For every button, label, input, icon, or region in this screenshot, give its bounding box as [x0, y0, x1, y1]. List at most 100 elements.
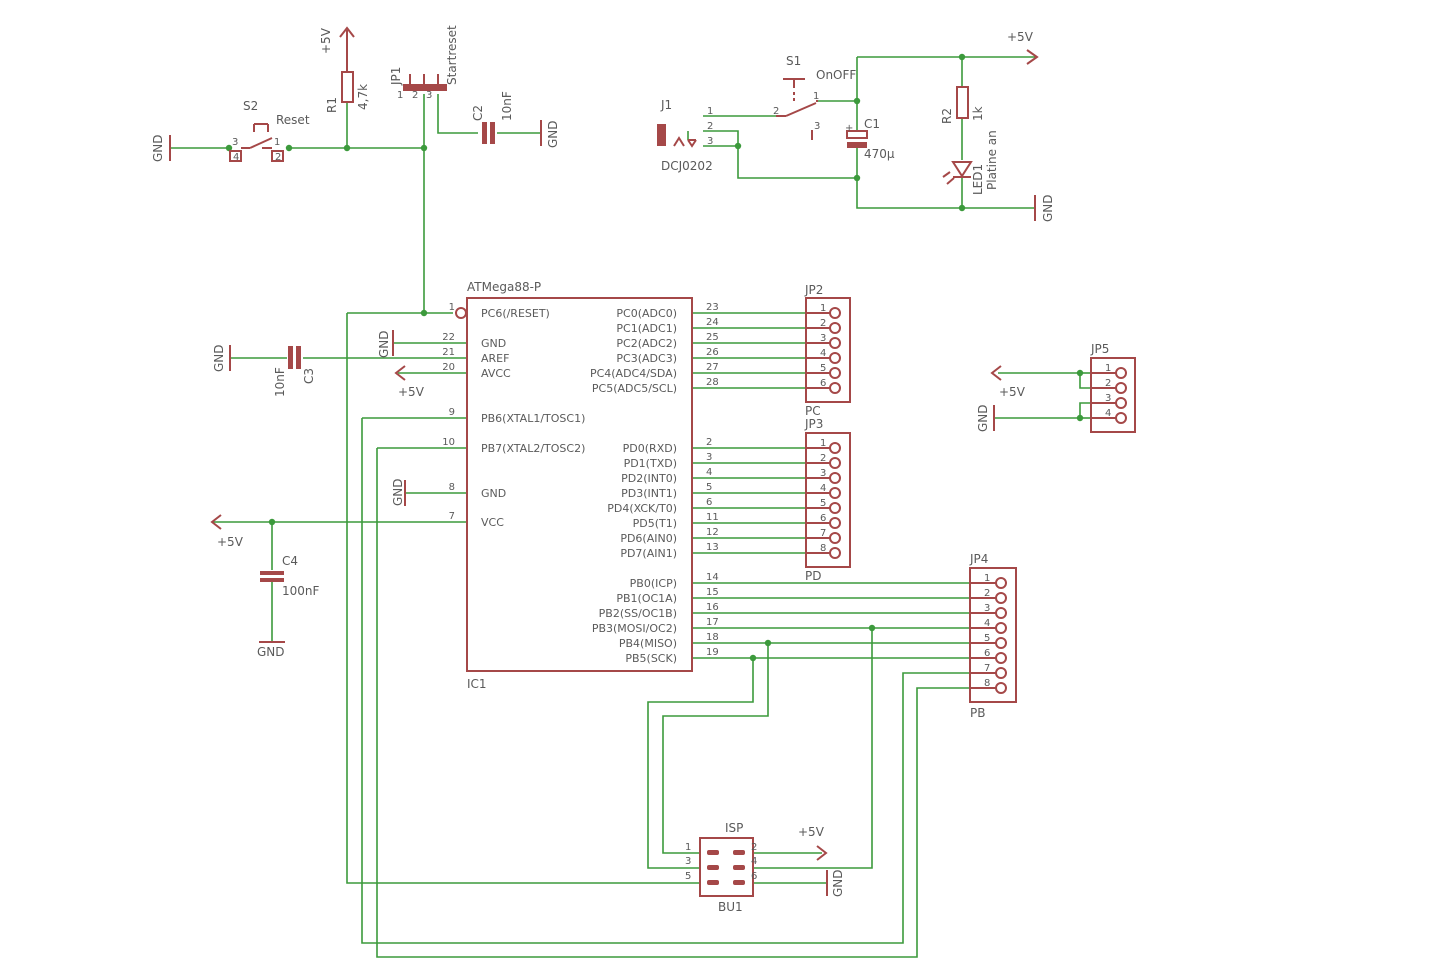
svg-text:1: 1 — [813, 91, 819, 102]
gnd-symbol-ic-8: GND — [391, 478, 406, 506]
wires — [170, 56, 1092, 958]
header-pin-number: 3 — [820, 468, 826, 479]
ic1-right-pins: PC0(ADC0)23PC1(ADC1)24PC2(ADC2)25PC3(ADC… — [590, 302, 719, 665]
gnd-symbol-jp5: GND — [976, 404, 995, 432]
header-pin — [995, 592, 1007, 604]
gnd-label: GND — [546, 120, 560, 148]
header-pin-number: 5 — [984, 633, 990, 644]
c1-value: 470µ — [864, 147, 895, 161]
svg-text:1: 1 — [397, 90, 403, 101]
resistor-r2: R2 1k — [940, 86, 985, 124]
pin-number: 10 — [442, 437, 455, 448]
gnd-symbol-power: GND — [1034, 194, 1055, 222]
header-pin-number: 2 — [1105, 378, 1111, 389]
header-pin — [1115, 382, 1127, 394]
svg-text:3: 3 — [232, 137, 238, 148]
capacitor-c1: + C1 470µ — [845, 117, 895, 161]
svg-text:1: 1 — [685, 842, 691, 853]
header-pin — [829, 442, 841, 454]
header-pin — [829, 457, 841, 469]
vcc-arrow-vcc: +5V — [210, 514, 244, 549]
pin-number: 9 — [449, 407, 455, 418]
jp4-value: PB — [970, 706, 985, 720]
pin-name: PD5(T1) — [633, 517, 677, 530]
s2-value: Reset — [276, 113, 310, 127]
pin-number: 23 — [706, 302, 719, 313]
header-pin — [829, 352, 841, 364]
pin-number: 25 — [706, 332, 719, 343]
pin-name: PC0(ADC0) — [616, 307, 677, 320]
header-pin-number: 5 — [820, 498, 826, 509]
jp2-ref: JP2 — [804, 283, 823, 297]
vcc-arrow-r1: +5V — [319, 26, 355, 72]
pin-name: PD1(TXD) — [624, 457, 677, 470]
svg-text:5: 5 — [685, 871, 691, 882]
r2-ref: R2 — [940, 108, 954, 124]
gnd-label: GND — [151, 134, 165, 162]
jp4-ref: JP4 — [969, 552, 988, 566]
svg-text:3: 3 — [685, 856, 691, 867]
pin-number: 7 — [449, 511, 455, 522]
pin-name: PB3(MOSI/OC2) — [592, 622, 677, 635]
header-pin-number: 3 — [820, 333, 826, 344]
svg-text:2: 2 — [773, 106, 779, 117]
resistor-r1: R1 4,7k — [325, 71, 370, 113]
pin-name: PC4(ADC4/SDA) — [590, 367, 677, 380]
dc-jack-j1: 1 2 3 J1 DCJ0202 — [657, 98, 713, 173]
header-pin — [829, 502, 841, 514]
c1-ref: C1 — [864, 117, 880, 131]
pin-number: 6 — [706, 497, 712, 508]
c2-value: 10nF — [500, 91, 514, 121]
header-pin — [995, 682, 1007, 694]
svg-text:3: 3 — [426, 90, 432, 101]
c3-value: 10nF — [273, 367, 287, 397]
header-pin-number: 4 — [984, 618, 990, 629]
pin-name: PB1(OC1A) — [616, 592, 677, 605]
pin-name: PD6(AIN0) — [620, 532, 677, 545]
switch-s1: 2 1 3 S1 OnOFF — [773, 54, 856, 140]
header-pin — [829, 337, 841, 349]
pin-number: 19 — [706, 647, 719, 658]
led-ref: LED1 — [971, 164, 985, 195]
header-pin-number: 2 — [820, 453, 826, 464]
vcc-label: +5V — [398, 385, 425, 399]
svg-text:1: 1 — [274, 137, 280, 148]
pin-number: 8 — [449, 482, 455, 493]
vcc-label: +5V — [1007, 30, 1034, 44]
pin-number: 21 — [442, 347, 455, 358]
pin-number: 12 — [706, 527, 719, 538]
c4-value: 100nF — [282, 584, 320, 598]
pin-name: PC1(ADC1) — [616, 322, 677, 335]
gnd-label: GND — [391, 478, 405, 506]
vcc-label: +5V — [798, 825, 825, 839]
svg-text:3: 3 — [707, 136, 713, 147]
c4-ref: C4 — [282, 554, 298, 568]
svg-text:1: 1 — [707, 106, 713, 117]
pin-number: 17 — [706, 617, 719, 628]
header-pin — [829, 367, 841, 379]
vcc-arrow-isp: +5V — [798, 825, 828, 861]
svg-text:2: 2 — [751, 842, 757, 853]
pin-number: 22 — [442, 332, 455, 343]
pin-name: PC2(ADC2) — [616, 337, 677, 350]
gnd-symbol-reset: GND — [151, 134, 171, 162]
isp-connector-bu1: 1 3 5 2 4 6 ISP BU1 — [685, 821, 757, 914]
gnd-label: GND — [377, 330, 391, 358]
header-pin-number: 3 — [984, 603, 990, 614]
vcc-arrow-power: +5V — [1007, 30, 1039, 65]
pin-name: GND — [481, 487, 506, 500]
r1-ref: R1 — [325, 97, 339, 113]
header-pin-number: 1 — [984, 573, 990, 584]
s1-ref: S1 — [786, 54, 801, 68]
pin-name: AREF — [481, 352, 509, 365]
gnd-label: GND — [976, 404, 990, 432]
header-pin — [829, 532, 841, 544]
gnd-label: GND — [257, 645, 285, 659]
svg-text:4: 4 — [751, 856, 757, 867]
pin-name: VCC — [481, 516, 504, 529]
